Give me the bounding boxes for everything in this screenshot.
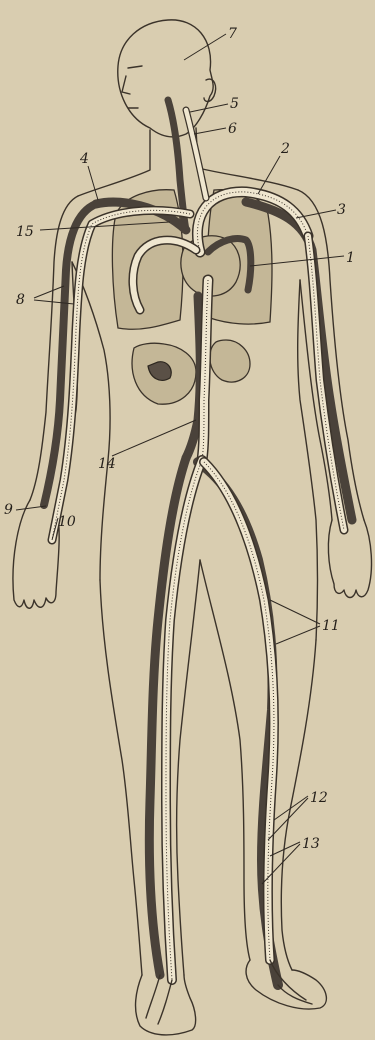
label-9: 9: [4, 502, 13, 518]
leader-14: [112, 420, 196, 456]
label-1: 1: [346, 250, 355, 266]
eye-outline: [128, 66, 142, 68]
label-5: 5: [230, 96, 239, 112]
nose-outline: [122, 76, 130, 94]
arteries: [52, 110, 344, 1024]
label-12: 12: [310, 790, 328, 806]
label-2: 2: [280, 141, 290, 157]
head-outline: [118, 20, 213, 137]
label-7: 7: [228, 26, 237, 42]
leader-8a: [34, 286, 64, 298]
right-leg-artery-edge: [204, 462, 274, 960]
leader-2: [258, 156, 280, 194]
label-13: 13: [302, 836, 320, 852]
label-3: 3: [337, 202, 346, 218]
label-4: 4: [79, 151, 89, 167]
kidney: [210, 340, 250, 382]
right-leg-outline: [200, 560, 316, 970]
label-6: 6: [228, 121, 237, 137]
leader-5: [190, 104, 228, 112]
label-15: 15: [16, 224, 34, 240]
left-foot-outline: [136, 975, 196, 1035]
neck-right-outline: [196, 128, 298, 190]
label-14: 14: [98, 456, 116, 472]
label-11: 11: [322, 618, 340, 634]
leader-4: [88, 166, 98, 200]
leader-11a: [270, 600, 320, 624]
label-8: 8: [16, 292, 25, 308]
leader-11b: [276, 626, 320, 644]
carotid-artery: [186, 110, 206, 198]
right-hand-outline: [328, 520, 371, 598]
leader-6: [194, 128, 226, 134]
label-10: 10: [58, 514, 76, 530]
